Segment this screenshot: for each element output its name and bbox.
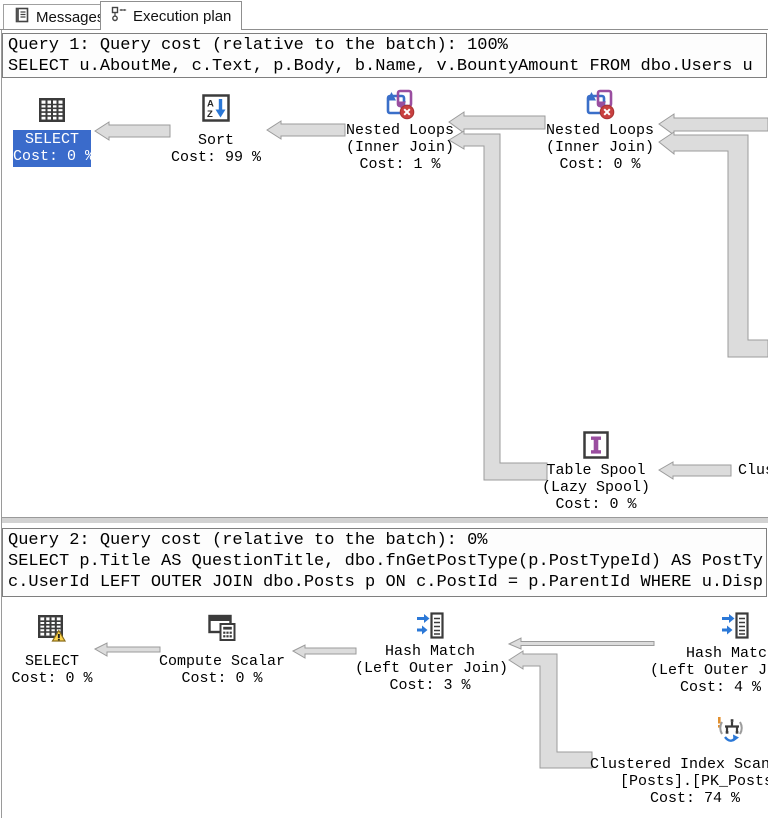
query2-sql-line2: c.UserId LEFT OUTER JOIN dbo.Posts p ON … xyxy=(8,573,763,592)
op-sublabel: [Posts].[PK_Posts xyxy=(620,773,768,790)
op-compute-scalar[interactable]: Compute Scalar Cost: 0 % xyxy=(152,612,292,687)
op-cost: Cost: 0 % xyxy=(559,156,641,173)
results-tabbar: Messages Execution plan xyxy=(0,0,768,30)
compute-scalar-icon xyxy=(152,612,292,642)
tabbar-divider xyxy=(0,29,768,30)
op-cost: Cost: 74 % xyxy=(650,790,741,807)
query1-header: Query 1: Query cost (relative to the bat… xyxy=(2,33,767,78)
selected-node-highlight: SELECT Cost: 0 % xyxy=(13,130,95,167)
edge-hashmatch-hashmatch[interactable] xyxy=(507,637,655,650)
op-cost: Cost: 1 % xyxy=(359,156,441,173)
op-label: Table Spool xyxy=(546,462,646,479)
table-spool-icon xyxy=(526,430,666,460)
edge-nestedloops-tablespool[interactable] xyxy=(448,130,548,481)
op-label: Clus xyxy=(738,462,768,479)
op-select-1[interactable]: SELECT Cost: 0 % xyxy=(2,95,102,167)
op-cost: Cost: 0 % xyxy=(13,148,95,165)
op-label: Clustered Index Scan xyxy=(590,756,768,773)
op-label: Nested Loops xyxy=(545,122,655,139)
op-select-2[interactable]: SELECT Cost: 0 % xyxy=(2,612,102,687)
nested-loops-icon xyxy=(330,88,470,120)
op-label: Compute Scalar xyxy=(158,653,286,670)
query1-sql-line: SELECT u.AboutMe, c.Text, p.Body, b.Name… xyxy=(8,57,753,76)
query1-cost-line: Query 1: Query cost (relative to the bat… xyxy=(8,36,508,55)
edge-sort-nestedloops[interactable] xyxy=(266,120,346,140)
op-cost: Cost: 99 % xyxy=(170,149,261,166)
edge-nestedloops-lower-right[interactable] xyxy=(658,131,768,358)
query2-cost-line: Query 2: Query cost (relative to the bat… xyxy=(8,531,488,550)
op-cost: Cost: 3 % xyxy=(389,677,471,694)
op-label: SELECT xyxy=(24,131,79,148)
svg-text:A: A xyxy=(207,99,214,110)
pane-left-border xyxy=(1,30,2,818)
tab-execution-plan-label: Execution plan xyxy=(133,7,232,25)
edge-tablespool-clustered[interactable] xyxy=(658,461,732,480)
op-clustered-fragment[interactable]: Clus xyxy=(738,462,768,479)
op-sublabel: (Left Outer Join) xyxy=(355,660,509,677)
op-cost: Cost: 4 % xyxy=(680,679,762,696)
sort-icon: A Z xyxy=(146,93,286,123)
edge-nestedloops-right[interactable] xyxy=(658,113,768,136)
nested-loops-icon xyxy=(530,88,670,120)
query1-edges xyxy=(94,111,768,481)
query-separator xyxy=(2,517,768,523)
op-table-spool[interactable]: Table Spool (Lazy Spool) Cost: 0 % xyxy=(526,430,666,513)
hash-match-icon xyxy=(720,610,750,645)
result-grid-icon xyxy=(2,95,102,125)
messages-icon xyxy=(14,7,30,27)
op-cost: Cost: 0 % xyxy=(11,670,93,687)
op-label: SELECT xyxy=(24,653,79,670)
edge-computescalar-hashmatch[interactable] xyxy=(291,644,357,659)
op-sublabel: (Left Outer J xyxy=(650,662,768,679)
op-label: Sort xyxy=(197,132,234,149)
result-grid-icon xyxy=(2,612,102,642)
svg-text:Z: Z xyxy=(207,109,213,120)
tab-execution-plan[interactable]: Execution plan xyxy=(100,1,243,30)
query2-header: Query 2: Query cost (relative to the bat… xyxy=(2,528,767,597)
op-label: Hash Match xyxy=(384,643,475,660)
tab-messages[interactable]: Messages xyxy=(3,4,116,29)
edge-hashmatch-clusteredscan[interactable] xyxy=(508,650,593,769)
op-sublabel: (Inner Join) xyxy=(545,139,655,156)
op-nested-loops-1[interactable]: Nested Loops (Inner Join) Cost: 1 % xyxy=(330,88,470,173)
execution-plan-icon xyxy=(111,6,127,26)
op-nested-loops-2[interactable]: Nested Loops (Inner Join) Cost: 0 % xyxy=(530,88,670,173)
op-hash-match-1[interactable]: Hash Match (Left Outer Join) Cost: 3 % xyxy=(355,610,509,694)
edge-select-computescalar[interactable] xyxy=(93,642,161,657)
query2-edges xyxy=(93,637,655,769)
op-sort[interactable]: A Z Sort Cost: 99 % xyxy=(146,93,286,166)
op-sublabel: (Lazy Spool) xyxy=(541,479,651,496)
op-sublabel: (Inner Join) xyxy=(345,139,455,156)
tab-messages-label: Messages xyxy=(36,8,105,26)
op-cost: Cost: 0 % xyxy=(555,496,637,513)
query2-sql-line1: SELECT p.Title AS QuestionTitle, dbo.fnG… xyxy=(8,552,763,571)
op-cost: Cost: 0 % xyxy=(181,670,263,687)
clustered-index-scan-icon xyxy=(713,714,745,751)
edge-select-sort[interactable] xyxy=(94,121,171,141)
op-label: Nested Loops xyxy=(345,122,455,139)
op-label: Hash Match xyxy=(686,645,768,662)
hash-match-icon xyxy=(355,610,505,640)
